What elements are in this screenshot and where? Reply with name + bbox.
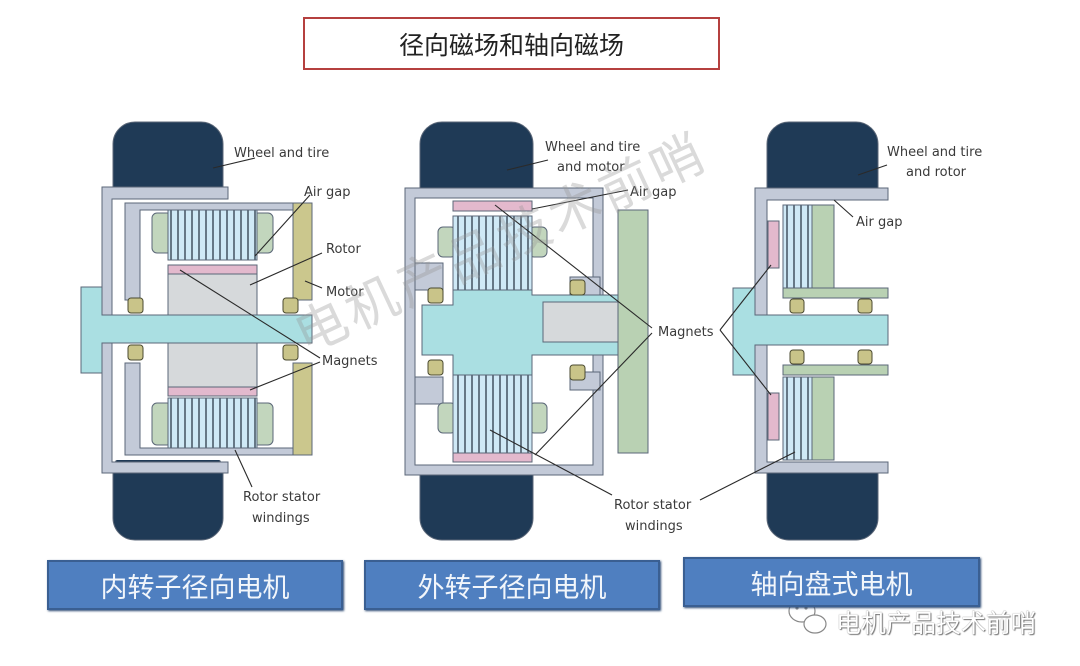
leader-lines — [179, 157, 888, 501]
label-air-gap: Air gap — [856, 215, 902, 230]
shaft — [80, 286, 313, 374]
label-magnets: Magnets — [322, 354, 378, 369]
stator-top — [782, 204, 813, 289]
footer-brand: 电机产品技术前哨 — [836, 609, 1037, 638]
label-wheel-and-tire: Wheel and tire — [234, 146, 329, 161]
rotor-disc — [617, 209, 649, 454]
label-air-gap: Air gap — [304, 185, 350, 200]
stator-bottom — [452, 374, 533, 454]
label-rotor: Rotor — [326, 242, 361, 257]
magnet — [452, 200, 533, 212]
caption-axial-disc: 轴向盘式电机 — [683, 557, 980, 607]
stator-bottom — [167, 397, 258, 449]
label-and-rotor: and rotor — [906, 165, 967, 180]
label-motor: Motor — [326, 285, 364, 300]
stator-bottom — [782, 376, 813, 461]
label-rotor-stator: Rotor stator — [614, 498, 692, 513]
caption-outer-rotor-radial: 外转子径向电机 — [364, 560, 660, 610]
label-wheel-and-tire: Wheel and tire — [887, 145, 982, 160]
shaft — [732, 287, 889, 376]
outer-rotor-diagram — [404, 121, 649, 541]
stator-top — [452, 215, 533, 295]
rotor-hub — [542, 301, 619, 343]
label-and-motor: and motor — [557, 160, 625, 175]
label-wheel-and-tire: Wheel and tire — [545, 140, 640, 155]
label-rotor-stator: Rotor stator — [243, 490, 321, 505]
housing — [754, 187, 889, 474]
magnet — [767, 392, 780, 441]
outer-housing — [101, 186, 229, 474]
magnet — [167, 386, 258, 397]
magnet — [767, 220, 780, 269]
label-windings: windings — [625, 519, 683, 534]
label-magnets: Magnets — [658, 325, 714, 340]
label-windings: windings — [252, 511, 310, 526]
magnet — [167, 264, 258, 275]
stator-top — [167, 209, 258, 261]
axial-disc-diagram — [732, 121, 889, 541]
caption-inner-rotor-radial: 内转子径向电机 — [47, 560, 343, 610]
page-title: 径向磁场和轴向磁场 — [303, 17, 720, 70]
label-air-gap: Air gap — [630, 185, 676, 200]
inner-rotor-diagram — [80, 121, 313, 541]
